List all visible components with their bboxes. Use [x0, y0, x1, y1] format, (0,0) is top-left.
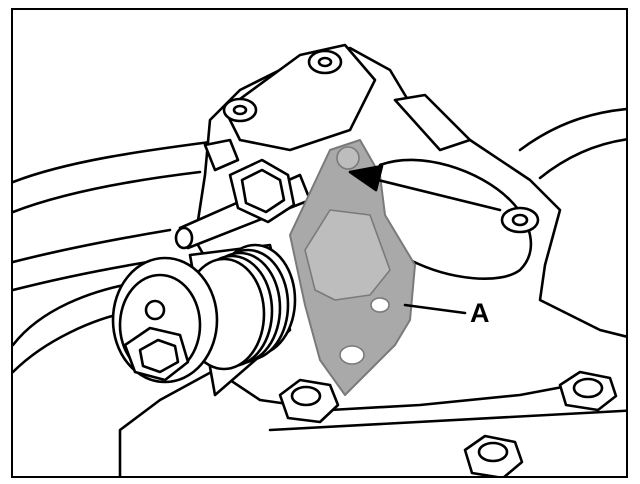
- bracket-part-a: [289, 139, 416, 396]
- housing-bolts: [278, 370, 618, 476]
- arrow-pointer: [348, 164, 502, 212]
- end-cap-nut: [123, 299, 190, 382]
- mounting-lug-top: [222, 49, 540, 234]
- leader-line: [403, 303, 467, 315]
- adjuster-bolt: [174, 138, 312, 250]
- callout-label-a: A: [470, 298, 490, 328]
